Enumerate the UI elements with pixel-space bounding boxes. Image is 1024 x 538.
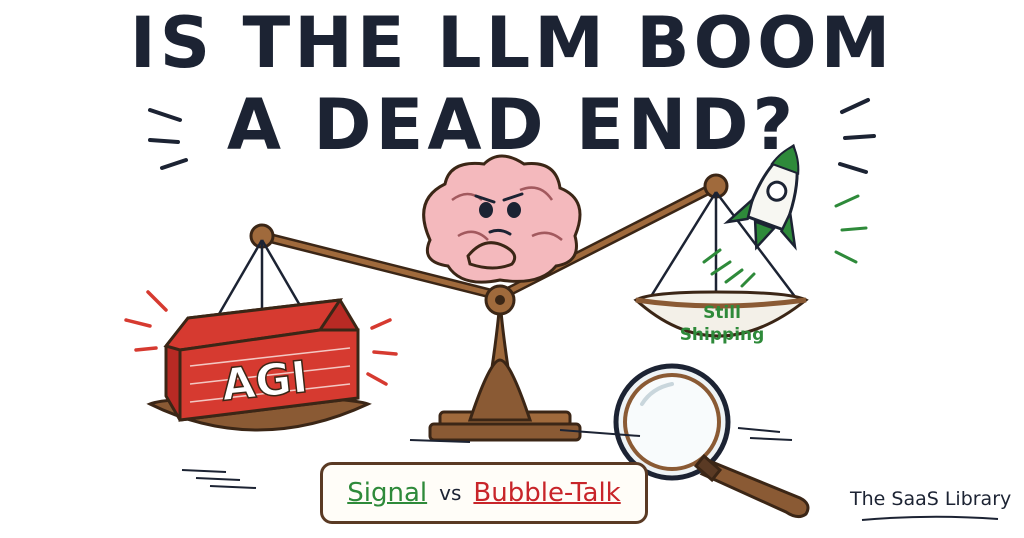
still-label: Still — [703, 303, 741, 323]
scale-stand — [428, 299, 582, 442]
magnifying-glass-icon — [613, 363, 810, 519]
agi-label: AGI — [219, 352, 310, 412]
headline-line-1: IS THE LLM BOOM — [129, 2, 895, 84]
shadow-hatch-right — [409, 427, 793, 443]
rocket-trail — [702, 248, 756, 288]
caption-bubble-talk: Bubble-Talk — [473, 478, 621, 508]
thinking-brain — [422, 154, 582, 284]
rocket-emphasis-strokes — [834, 194, 868, 264]
brand-underline — [861, 515, 999, 521]
shadow-hatch-left — [181, 469, 257, 489]
right-pan: Still Shipping — [633, 191, 809, 345]
caption-banner: Signal vs Bubble-Talk — [320, 462, 648, 524]
rocket-icon — [723, 143, 800, 251]
agi-brick: AGI — [163, 298, 360, 422]
shipping-label: Shipping — [680, 325, 765, 345]
scale-beam — [249, 173, 729, 316]
agi-emphasis-strokes — [124, 290, 398, 386]
emphasis-strokes-right — [838, 98, 876, 174]
brand-label: The SaaS Library — [850, 488, 1012, 510]
headline-line-2: A DEAD END? — [226, 84, 798, 166]
emphasis-strokes-left — [148, 108, 188, 170]
caption-vs: vs — [439, 481, 462, 505]
caption-signal: Signal — [347, 478, 428, 508]
